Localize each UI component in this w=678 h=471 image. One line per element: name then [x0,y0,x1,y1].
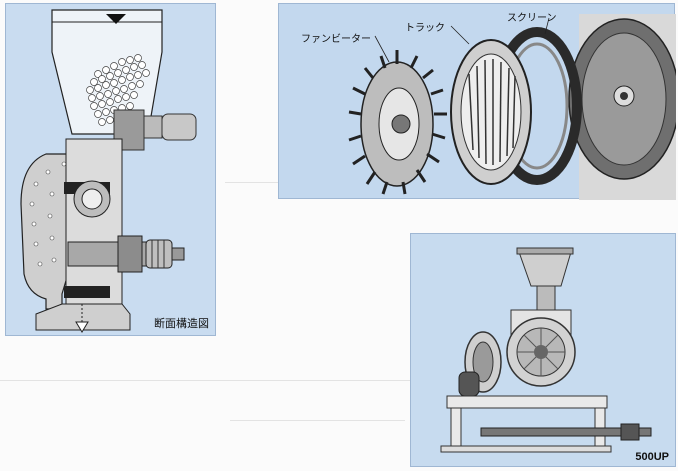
material-granules [86,54,150,126]
sectional-diagram [20,9,197,333]
fan-beater-drawing [348,50,447,195]
section-diagram-caption: 断面構造図 [154,317,209,330]
machine-illustration [440,247,652,453]
label-track: トラック [405,23,445,34]
parts-illustration [348,14,676,200]
background-rule [0,380,410,381]
parts-photo-panel: ファンビーター トラック スクリーン [278,3,676,200]
label-fan-beater: ファンビーター [301,34,371,45]
machine-model-label: 500UP [635,451,669,463]
machine-photo-panel: 500UP [410,233,676,467]
label-screen: スクリーン [507,13,557,24]
background-rule [230,420,405,421]
sectional-diagram-panel: 断面構造図 [5,3,216,336]
